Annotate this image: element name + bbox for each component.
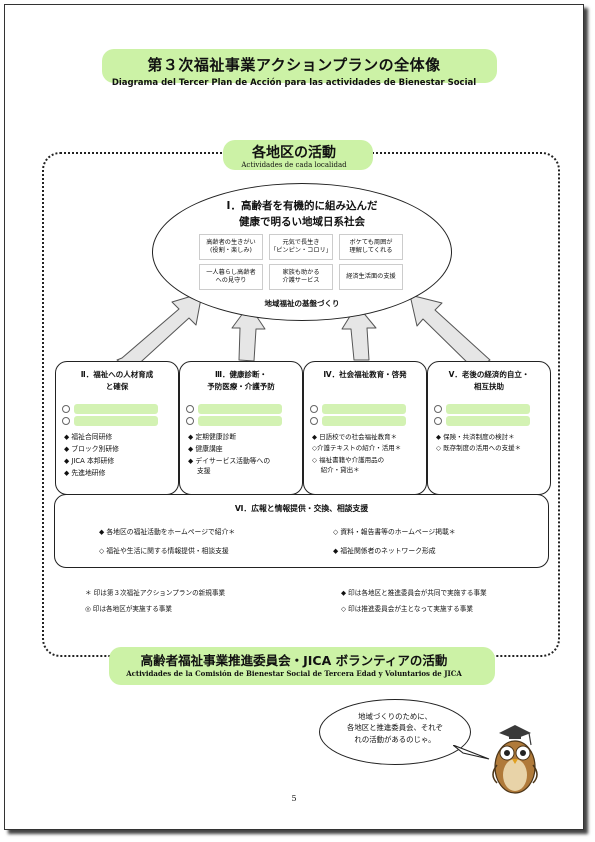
- local-section-title: 各地区の活動: [252, 145, 336, 161]
- page-number: 5: [291, 794, 297, 803]
- speech-bubble: 地域づくりのために、 各地区と推進委員会、それぞ れの活動があるのじゃ。: [319, 699, 471, 765]
- circle-mark-icon: [186, 405, 194, 413]
- redacted-text: [198, 416, 282, 426]
- goal-cell: ボケても周囲が 理解してくれる: [339, 234, 403, 260]
- circle-mark-icon: [434, 417, 442, 425]
- circle-mark-icon: [310, 417, 318, 425]
- pillar-title: Ⅲ．健康診断・ 予防医療・介護予防: [207, 370, 275, 392]
- list-item: ◆ 日語校での社会福祉教育＊: [312, 433, 398, 441]
- arrows-layer: [116, 292, 491, 371]
- pillar-box-human-resources: Ⅱ．福祉への人材育成 と確保 ◆ 福祉合同研修 ◆ ブロック別研修 ◆ JICA…: [55, 361, 179, 495]
- redacted-text: [322, 404, 406, 414]
- circle-mark-icon: [186, 417, 194, 425]
- arrow-pillar-5: [409, 294, 491, 371]
- support-box: Ⅵ．広報と情報提供・交換、相談支援 ◆ 各地区の福祉活動をホームページで紹介＊ …: [54, 494, 549, 568]
- list-item: ◇ 既存制度の活用への支援＊: [436, 444, 522, 453]
- pillar-title: Ⅱ．福祉への人材育成 と確保: [80, 370, 154, 392]
- list-item: ◆ 先進地研修: [64, 468, 106, 477]
- legend-new: ＊ 印は第３次福祉アクションプランの新規事業: [85, 589, 226, 597]
- redacted-text: [446, 416, 530, 426]
- redacted-text: [74, 404, 158, 414]
- goal-cell: 元気で長生き 「ピンピン・コロリ」: [269, 234, 333, 260]
- goal-cell: 高齢者の生きがい (役割・楽しみ): [199, 234, 263, 260]
- district-slot: [62, 416, 172, 426]
- redacted-text: [446, 404, 530, 414]
- district-slot: [310, 404, 420, 414]
- district-slot: [62, 404, 172, 414]
- legend-joint: ◆ 印は各地区と推進委員会が共同で実施する事業: [341, 589, 487, 597]
- arrow-pillar-4: [341, 304, 377, 361]
- pillar-items: ◆ 定期健康診断 ◆ 健康講座 ◆ デイサービス活動等への 支援: [188, 432, 298, 477]
- goal-cell: 経済生活面の支援: [339, 264, 403, 290]
- pillar-box-education: Ⅳ．社会福祉教育・啓発 ◆ 日語校での社会福祉教育＊ ◇介護テキストの紹介・活用…: [303, 361, 427, 495]
- redacted-text: [198, 404, 282, 414]
- support-item: ◇ 福祉や生活に関する情報提供・相談支援: [99, 547, 229, 555]
- document-page: 第３次福祉事業アクションプランの全体像 Diagrama del Tercer …: [4, 4, 584, 830]
- goal-title-line2: 健康で明るい地域日系社会: [239, 216, 365, 228]
- goal-cell: 一人暮らし高齢者 への見守り: [199, 264, 263, 290]
- district-slot: [434, 416, 544, 426]
- page-title: 第３次福祉事業アクションプランの全体像: [147, 56, 441, 74]
- pillar-box-economic: Ⅴ．老後の経済的自立・ 相互扶助 ◆ 保険・共済制度の検討＊ ◇ 既存制度の活用…: [427, 361, 551, 495]
- title-highlight: [102, 49, 497, 83]
- circle-mark-icon: [62, 417, 70, 425]
- list-item: ◆ 福祉合同研修: [64, 433, 113, 441]
- support-item: ◇ 資料・報告書等のホームページ掲載＊: [333, 528, 456, 536]
- bubble-text: 地域づくりのために、 各地区と推進委員会、それぞ れの活動があるのじゃ。: [346, 712, 444, 744]
- goal-ellipse: Ⅰ．高齢者を有機的に組み込んだ 健康で明るい地域日系社会 高齢者の生きがい (役…: [152, 183, 452, 321]
- committee-title-highlight: [109, 647, 495, 685]
- support-item: ◆ 各地区の福祉活動をホームページで紹介＊: [99, 528, 236, 536]
- support-item: ◆ 福祉関係者のネットワーク形成: [333, 547, 436, 555]
- goal-title-line1: Ⅰ．高齢者を有機的に組み込んだ: [226, 200, 378, 212]
- list-item: ◆ 健康講座: [188, 444, 223, 453]
- list-item: ◆ JICA 本邦研修: [64, 456, 115, 465]
- circle-mark-icon: [62, 405, 70, 413]
- goal-cell: 家族も助かる 介護サービス: [269, 264, 333, 290]
- pillar-items: ◆ 日語校での社会福祉教育＊ ◇介護テキストの紹介・活用＊ ◇ 福祉書籍や介護用…: [312, 432, 422, 475]
- pillar-box-health: Ⅲ．健康診断・ 予防医療・介護予防 ◆ 定期健康診断 ◆ 健康講座 ◆ デイサー…: [179, 361, 303, 495]
- list-item: ◆ デイサービス活動等への 支援: [188, 456, 271, 476]
- circle-mark-icon: [310, 405, 318, 413]
- district-slot: [310, 416, 420, 426]
- legend-district: ◎ 印は各地区が実施する事業: [85, 605, 172, 613]
- pillar-items: ◆ 保険・共済制度の検討＊ ◇ 既存制度の活用への支援＊: [436, 432, 546, 455]
- local-title-highlight: [223, 140, 373, 170]
- goal-footer: 地域福祉の基盤づくり: [264, 299, 340, 308]
- list-item: ◇介護テキストの紹介・活用＊: [312, 444, 402, 453]
- redacted-text: [74, 416, 158, 426]
- circle-mark-icon: [434, 405, 442, 413]
- committee-section-title: 高齢者福祉事業推進委員会・JICA ボランティアの活動: [140, 653, 448, 668]
- pillar-title: Ⅴ．老後の経済的自立・ 相互扶助: [448, 370, 530, 392]
- list-item: ◆ 保険・共済制度の検討＊: [436, 433, 515, 441]
- district-slot: [186, 404, 296, 414]
- page-subtitle: Diagrama del Tercer Plan de Acción para …: [111, 78, 477, 88]
- legend-committee: ◇ 印は推進委員会が主となって実施する事業: [341, 605, 473, 613]
- pillar-items: ◆ 福祉合同研修 ◆ ブロック別研修 ◆ JICA 本邦研修 ◆ 先進地研修: [64, 432, 174, 480]
- bubble-tail: [453, 745, 490, 760]
- list-item: ◇ 福祉書籍や介護用品の 紹介・貸出＊: [312, 455, 385, 474]
- committee-section-subtitle: Actividades de la Comisión de Bienestar …: [126, 669, 462, 678]
- owl-mascot-icon: [492, 725, 538, 794]
- district-slot: [186, 416, 296, 426]
- list-item: ◆ ブロック別研修: [64, 444, 119, 453]
- district-slot: [434, 404, 544, 414]
- list-item: ◆ 定期健康診断: [188, 433, 237, 441]
- pillar-title: Ⅳ．社会福祉教育・啓発: [323, 370, 407, 379]
- local-section-subtitle: Actividades de cada localidad: [241, 161, 347, 169]
- redacted-text: [322, 416, 406, 426]
- support-title: Ⅵ．広報と情報提供・交換、相談支援: [234, 504, 369, 513]
